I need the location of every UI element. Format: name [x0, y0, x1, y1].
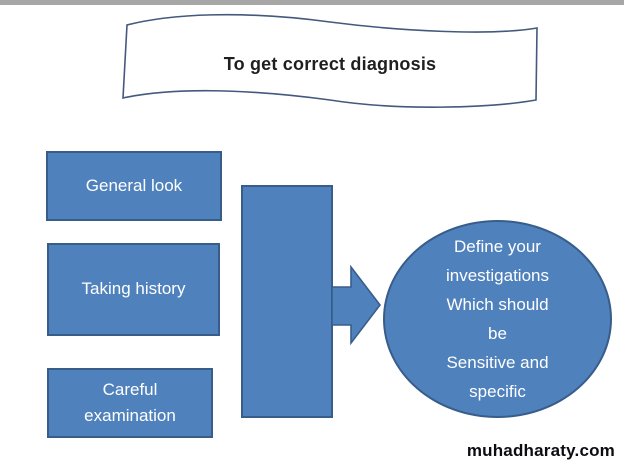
right-arrow-icon [331, 264, 382, 346]
conclusion-line: be [488, 324, 507, 343]
step-box-taking-history: Taking history [47, 243, 220, 336]
banner-title: To get correct diagnosis [223, 54, 437, 74]
wave-outline-icon [122, 13, 538, 108]
step-label: General look [85, 175, 183, 195]
banner-wave-shape: To get correct diagnosis [110, 8, 550, 112]
conclusion-line: specific [469, 382, 526, 401]
conclusion-line: Sensitive and [446, 353, 549, 372]
top-border-bar [0, 0, 624, 5]
step-box-careful-examination: Careful examination [47, 368, 213, 438]
collector-rectangle [241, 185, 333, 418]
step-box-general-look: General look [46, 151, 222, 221]
conclusion-line: investigations [445, 266, 549, 285]
watermark-text: muhadharaty.com [466, 441, 615, 460]
conclusion-line: Define your [454, 237, 541, 256]
step-label: Taking history [81, 279, 186, 299]
conclusion-line: Which should [446, 295, 549, 314]
conclusion-ellipse: Define your investigations Which should … [383, 220, 612, 418]
step-label: Careful examination [84, 379, 176, 425]
